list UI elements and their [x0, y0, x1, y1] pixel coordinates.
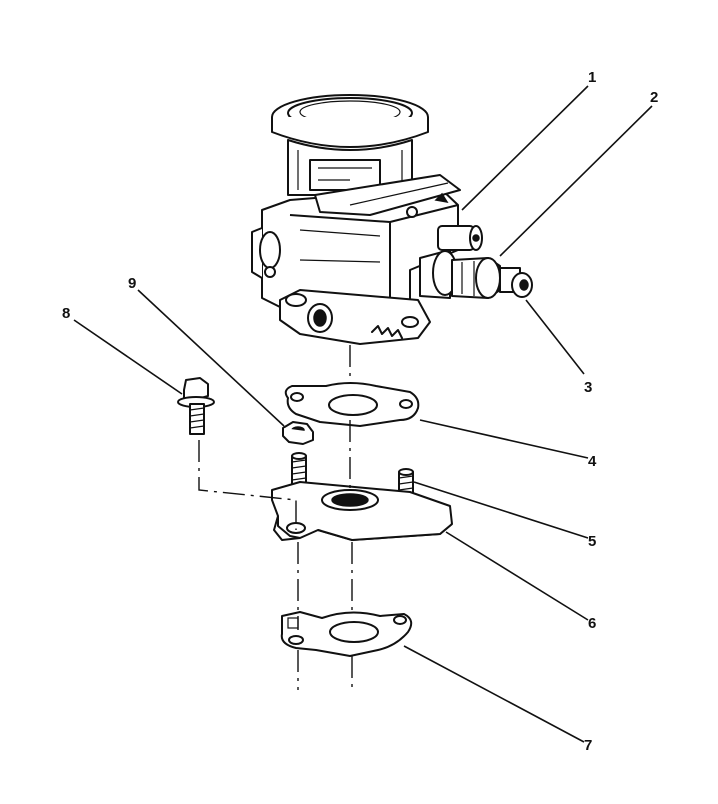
upper-gasket: [284, 382, 420, 427]
callout-3: 3: [584, 379, 592, 396]
assembly-centerlines: [198, 345, 353, 690]
lower-gasket: [280, 611, 413, 657]
callout-2: 2: [650, 89, 658, 106]
callout-7: 7: [584, 737, 592, 754]
callout-9: 9: [128, 275, 136, 292]
leader-9: [137, 289, 285, 427]
carburetor-assembly: [251, 94, 483, 345]
callout-6: 6: [588, 615, 596, 632]
leader-3: [525, 299, 585, 375]
callout-labels: 1 2 3 4 5 6 7 8 9: [62, 69, 658, 754]
leader-1: [461, 85, 589, 211]
fuel-inlet-fitting: [451, 257, 501, 299]
leader-5: [413, 481, 589, 539]
leader-2: [499, 105, 653, 257]
leader-8: [73, 319, 183, 395]
flange-bolt: [177, 377, 215, 435]
leader-6: [445, 531, 589, 621]
callout-1: 1: [588, 69, 596, 86]
leader-7: [403, 645, 585, 743]
leader-lines: [73, 85, 653, 743]
fuel-filter-nut: [499, 267, 533, 298]
callout-5: 5: [588, 533, 596, 550]
leader-4: [419, 419, 589, 459]
spring-detail: [371, 325, 403, 339]
callout-4: 4: [588, 453, 597, 470]
hex-nut: [282, 421, 314, 445]
callout-8: 8: [62, 305, 70, 322]
carburetor-adapter-plate: [271, 481, 453, 541]
